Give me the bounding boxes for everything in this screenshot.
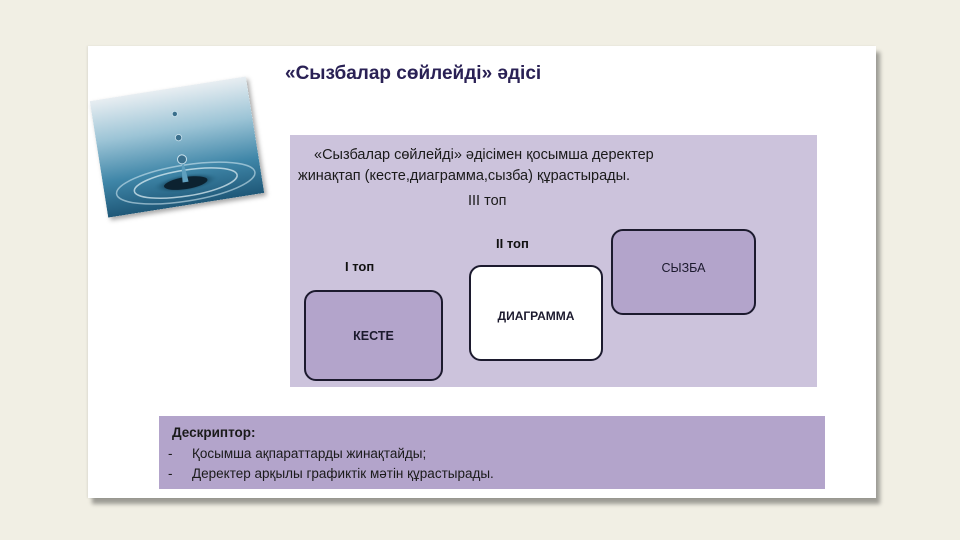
- description-line-1: «Сызбалар сөйлейді» әдісімен қосымша дер…: [314, 147, 654, 163]
- group-1-label: I топ: [345, 259, 375, 274]
- descriptor-box: Дескриптор: - Қосымша ақпараттарды жинақт…: [159, 416, 825, 489]
- group-3-label: III топ: [468, 193, 507, 209]
- descriptor-heading: Дескриптор:: [172, 425, 256, 440]
- bullet-dash: -: [168, 446, 173, 461]
- diagram-box-label: ДИАГРАММА: [497, 309, 575, 323]
- slide-title: «Сызбалар сөйлейді» әдісі: [285, 63, 542, 84]
- sketch-box-label: СЫЗБА: [661, 261, 706, 275]
- diagram-box: ДИАГРАММА: [469, 265, 603, 361]
- bullet-dash: -: [168, 466, 173, 481]
- method-description: «Сызбалар сөйлейді» әдісімен қосымша дер…: [298, 145, 808, 187]
- group-2-label: II топ: [496, 236, 529, 251]
- descriptor-item: - Қосымша ақпараттарды жинақтайды;: [168, 446, 426, 461]
- descriptor-item-text: Деректер арқылы графиктік мәтін құрастыр…: [192, 466, 494, 481]
- kesste-box: КЕСТЕ: [304, 290, 443, 381]
- description-line-2: жинақтап (кесте,диаграмма,сызба) құрасты…: [298, 168, 631, 184]
- descriptor-item: - Деректер арқылы графиктік мәтін құрасты…: [168, 466, 494, 481]
- kesste-box-label: КЕСТЕ: [353, 328, 394, 343]
- method-panel: «Сызбалар сөйлейді» әдісімен қосымша дер…: [290, 135, 817, 387]
- sketch-box: СЫЗБА: [611, 229, 756, 315]
- descriptor-item-text: Қосымша ақпараттарды жинақтайды;: [192, 446, 427, 461]
- water-drop-photo-icon: [89, 76, 265, 218]
